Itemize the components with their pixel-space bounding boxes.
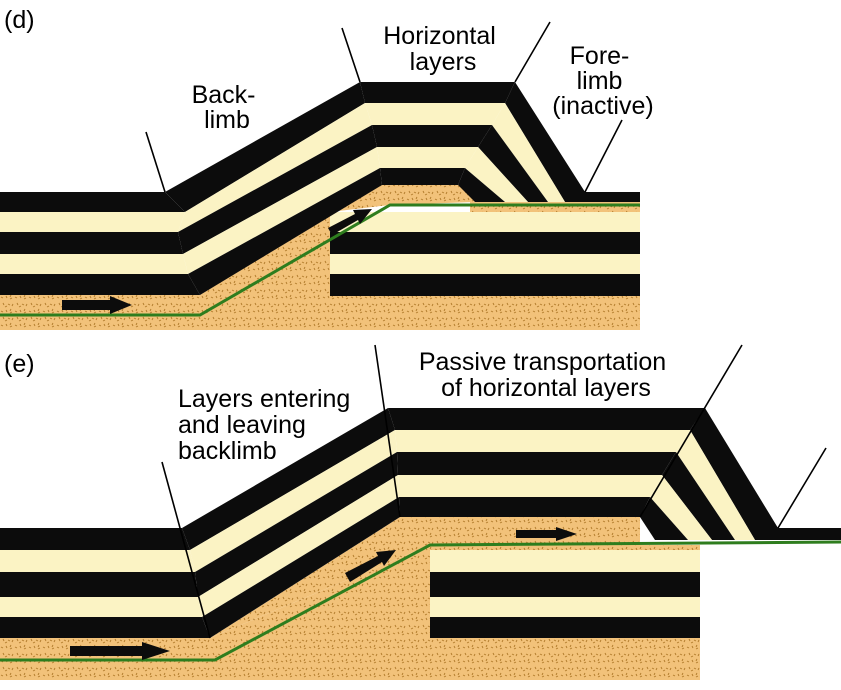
flat-layers-d <box>330 212 640 296</box>
left-layers-d <box>0 192 200 295</box>
left-layers-e <box>0 528 210 638</box>
flat-layers-e <box>430 550 700 638</box>
label-passive-transport: Passive transportation of horizontal lay… <box>419 348 673 402</box>
panel-e-tag: (e) <box>4 350 35 378</box>
panel-d-tag: (d) <box>4 6 35 34</box>
panel-d: (d) Back- limb Horizontal layers Fore- l… <box>0 6 654 330</box>
label-forelimb: Fore- limb (inactive) <box>552 42 653 120</box>
label-horizontal-layers: Horizontal layers <box>383 22 503 76</box>
panel-e: (e) Layers entering and leaving backlimb… <box>0 345 841 680</box>
label-backlimb: Back- limb <box>192 81 263 134</box>
